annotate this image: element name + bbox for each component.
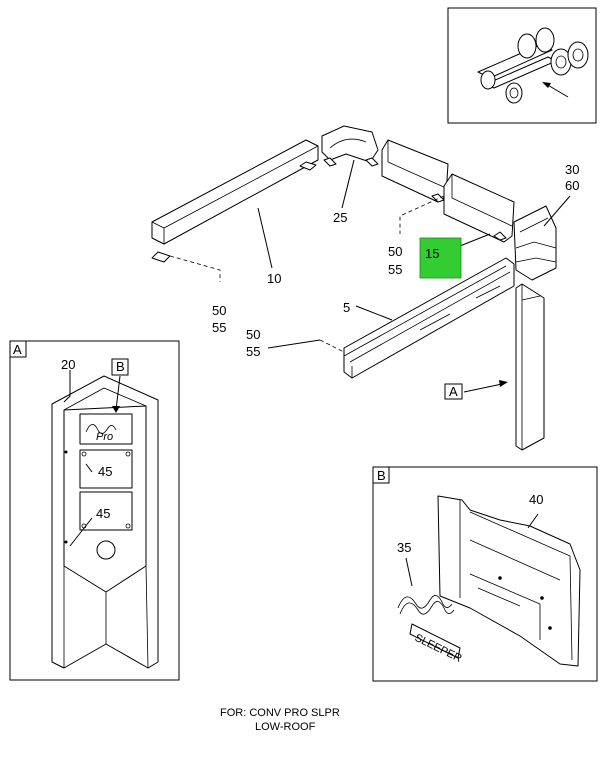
logo-glyph-pro: Pro xyxy=(96,431,113,443)
part-25-corner-trim xyxy=(321,125,379,167)
callout-40: 40 xyxy=(529,492,543,507)
callout-50-right: 50 xyxy=(388,244,402,259)
callout-15: 15 xyxy=(425,246,439,261)
part-40-panel xyxy=(437,495,581,667)
detail-a-tag: A xyxy=(13,342,22,357)
callout-45-top: 45 xyxy=(98,464,112,479)
view-b-ref-label: B xyxy=(116,359,125,374)
panel-45-upper xyxy=(79,449,133,489)
callout-55-upper: 55 xyxy=(212,320,226,335)
caption-line-1: FOR: CONV PRO SLPR xyxy=(220,707,340,719)
detail-a-inset: A Pro 20 B 45 45 xyxy=(9,340,180,681)
guide-line-left xyxy=(169,255,221,282)
part-35-emblem: SLEEPER xyxy=(397,595,464,665)
callout-20: 20 xyxy=(61,357,75,372)
leader-50-mid xyxy=(267,339,321,349)
callout-35: 35 xyxy=(397,540,411,555)
panel-45-lower xyxy=(79,491,133,531)
item-15-highlight[interactable] xyxy=(419,237,462,279)
part-5-channel-rail xyxy=(343,257,515,379)
detail-a-tag-box xyxy=(9,340,27,358)
callout-55-mid: 55 xyxy=(246,344,260,359)
rear-right-trim xyxy=(381,139,449,203)
part-10-trim-rail xyxy=(151,139,319,263)
leader-25 xyxy=(341,159,355,209)
callout-25: 25 xyxy=(333,210,347,225)
guide-line-mid xyxy=(319,339,345,353)
callout-10: 10 xyxy=(267,271,281,286)
callout-50-upper: 50 xyxy=(212,303,226,318)
leader-30 xyxy=(543,195,571,227)
callout-50-mid: 50 xyxy=(246,327,260,342)
detail-b-tag: B xyxy=(377,468,386,483)
caption-line-2: LOW-ROOF xyxy=(255,721,316,733)
part-30-corner-cap xyxy=(513,205,557,281)
callout-55-right: 55 xyxy=(388,262,402,277)
view-a-ref-box[interactable] xyxy=(444,383,463,400)
leader-5 xyxy=(355,305,393,321)
leader-10 xyxy=(257,207,273,269)
vehicle-locator-inset xyxy=(447,7,597,124)
detail-b-tag-box xyxy=(372,466,390,484)
sleeper-logo-plate xyxy=(79,413,133,445)
callout-30: 30 xyxy=(565,162,579,177)
callout-5: 5 xyxy=(343,300,350,315)
vertical-corner-post xyxy=(515,283,545,451)
main-exploded-view: 15 10 25 50 55 50 55 30 60 5 50 55 A xyxy=(151,125,579,451)
part-15-right-trim xyxy=(443,173,515,243)
round-vent xyxy=(96,540,116,560)
detail-b-inset: B SLEEPER 40 35 xyxy=(372,466,598,682)
view-b-ref-box[interactable] xyxy=(111,358,129,376)
leader-a-ref xyxy=(463,383,503,393)
callout-45-bottom: 45 xyxy=(96,506,110,521)
guide-line-right xyxy=(399,195,445,234)
callout-60: 60 xyxy=(565,178,579,193)
view-a-ref-label: A xyxy=(449,384,458,399)
